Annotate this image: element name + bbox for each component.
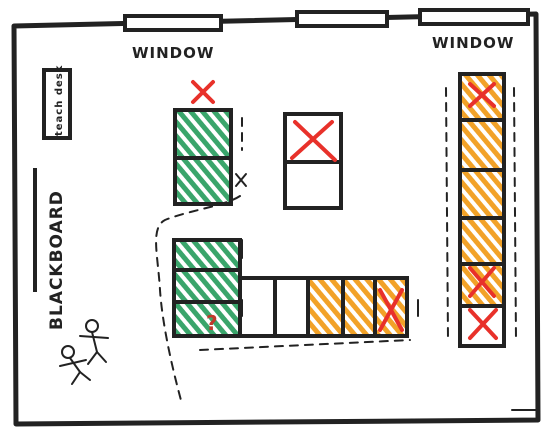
window-center [295, 10, 389, 28]
red-x-marks [191, 80, 498, 340]
question-mark: ? [206, 311, 218, 335]
green-desk-column-bottom [172, 238, 242, 338]
side-ticks [241, 239, 539, 411]
green-desk-column-top [173, 108, 233, 206]
dashed-paths [155, 87, 517, 405]
window-right-label: WINDOW [432, 34, 514, 52]
center-desk-pair [283, 112, 343, 210]
window-left-label: WINDOW [132, 44, 214, 62]
teacher-desk-label: teach desk [54, 65, 65, 136]
orange-desk-column-right [458, 72, 506, 348]
window-left [123, 14, 223, 32]
small-x-mark [235, 173, 247, 187]
window-right [418, 8, 530, 26]
blackboard-label: BLACKBOARD [47, 190, 67, 330]
teacher-desk [42, 68, 72, 140]
stick-figures [59, 319, 109, 385]
